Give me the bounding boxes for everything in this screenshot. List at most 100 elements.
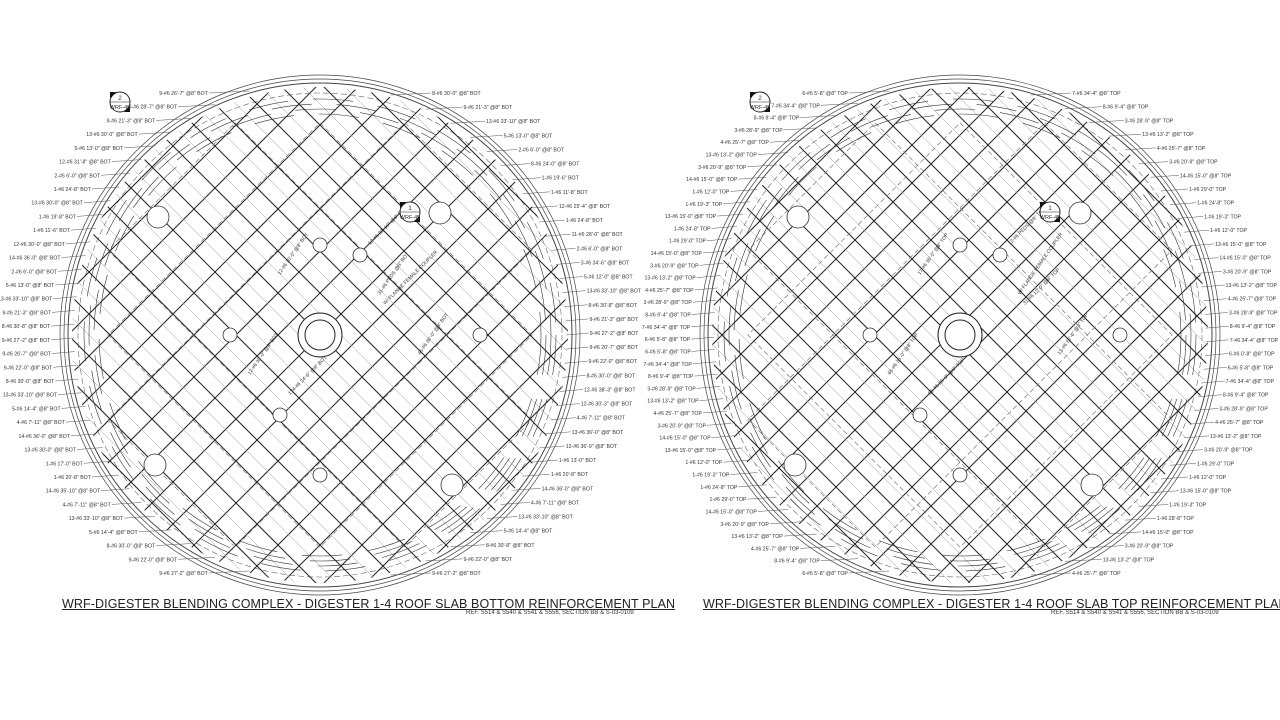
leader-line <box>111 159 142 162</box>
rebar-line-light <box>332 87 568 583</box>
leader-line <box>425 558 463 562</box>
rebar-callout: 6-#6 5'-8" @8" TOP <box>645 349 691 355</box>
rebar-callout: 3-#6 28'-9" @8" TOP <box>1229 310 1278 316</box>
rebar-callout: 9-#6 27'-2" @8" BOT <box>2 338 51 344</box>
rebar-callout: 3-#6 20'-9" @8" TOP <box>650 263 699 269</box>
leader-line <box>545 431 571 435</box>
leader-line <box>1194 257 1219 260</box>
section-sheet: WRF-45 <box>400 215 420 221</box>
rebar-line-light <box>932 87 1208 583</box>
leader-line <box>848 570 890 574</box>
slab-edge-ring <box>707 82 1213 588</box>
rebar-callout: 12-#6 30'-3" @8" BOT <box>581 402 633 408</box>
leader-line <box>747 164 777 168</box>
rebar-line <box>913 87 1208 583</box>
rebar-callout: 1-#6 19'-3" TOP <box>685 202 722 208</box>
leader-line <box>696 386 721 389</box>
rebar-callout: 1-#6 19'-3" TOP <box>692 473 729 479</box>
leader-line <box>1160 476 1189 480</box>
rebar-line <box>712 87 987 583</box>
rebar-callout: 4-#6 25'-7" @8" TOP <box>1215 420 1264 426</box>
rebar-line <box>712 87 1025 583</box>
leader-line <box>551 248 576 251</box>
leader-line <box>53 296 77 299</box>
rebar-callout: 13-#6 15'-0" @8" TOP <box>665 448 717 454</box>
center-opening-inner <box>304 319 336 351</box>
rebar-line-light <box>80 87 568 583</box>
rebar-callout: 8-#6 9'-4" @8" TOP <box>648 374 694 380</box>
rebar-callout: 13-#6 36'-0" @8" BOT <box>572 430 624 436</box>
rebar-callout: 14-#6 15'-0" @8" TOP <box>1142 530 1194 536</box>
leader-line <box>138 529 172 533</box>
leader-line <box>1108 531 1142 535</box>
section-number: 2 <box>758 96 762 102</box>
leader-line <box>559 276 584 279</box>
rebar-callout: 9-#6 22'-0" @8" BOT <box>4 365 53 371</box>
rebar-callout: 4-#6 25'-7" @8" TOP <box>1228 297 1277 303</box>
leader-line <box>486 149 518 152</box>
rebar-inner-callout: 12-#6 30'-0" @8" BOT <box>247 332 280 376</box>
rebar-callout: 3-#6 20'-9" @8" TOP <box>720 522 769 528</box>
rebar-callout: 1-#6 24'-8" TOP <box>674 226 711 232</box>
leader-line <box>1184 229 1210 233</box>
rebar-callout: 14-#6 15'-0" @8" TOP <box>659 436 711 442</box>
rebar-line <box>72 87 329 583</box>
leader-line <box>51 351 75 354</box>
leader-line <box>53 365 77 368</box>
rebar-line <box>837 87 1208 583</box>
rebar-line <box>72 87 497 583</box>
rebar-callout: 14-#6 36'-0" @8" BOT <box>542 486 594 492</box>
leader-line <box>562 290 586 293</box>
rebar-callout: 8-#6 9'-4" @8" TOP <box>774 559 820 565</box>
rebar-callout: 6-#6 5'-8" @8" TOP <box>802 91 848 97</box>
rebar-callout: 9-#6 21'-3" @8" BOT <box>464 105 513 111</box>
pipe-opening <box>952 237 968 253</box>
rebar-callout: 14-#6 35'-10" @8" BOT <box>46 489 101 495</box>
rebar-line <box>712 87 1139 583</box>
leader-line <box>694 373 718 377</box>
rebar-callout: 8-#6 30'-0" @8" BOT <box>6 379 55 385</box>
pipe-opening <box>912 407 928 423</box>
rebar-callout: 4-#6 25'-7" @8" TOP <box>1157 146 1206 152</box>
rebar-callout: 13-#6 13'-2" @8" TOP <box>731 534 783 540</box>
rebar-callout: 13-#6 33'-10" @8" BOT <box>518 515 573 521</box>
leader-line <box>61 406 86 409</box>
rebar-line <box>311 87 568 583</box>
rebar-callout: 12-#6 31'-8" @8" BOT <box>59 160 111 166</box>
leader-line <box>1030 572 1072 576</box>
rebar-line <box>143 87 568 583</box>
rebar-callout: 4-#6 7'-11" @8" BOT <box>531 500 580 506</box>
pipe-opening <box>146 205 170 229</box>
leader-line <box>555 403 580 406</box>
rebar-callout: 4-#6 7'-11" @8" BOT <box>63 502 112 508</box>
rebar-callout: 13-#6 15'-0" @8" TOP <box>1215 242 1267 248</box>
rebar-callout: 1-#6 12'-0" TOP <box>692 189 729 195</box>
rebar-callout: 5-#6 12'-0" @8" BOT <box>584 275 633 281</box>
leader-line <box>1205 339 1229 343</box>
leader-line <box>1138 504 1169 507</box>
leader-line <box>723 459 750 463</box>
rebar-callout: 13-#6 30'-0" @8" BOT <box>86 132 138 138</box>
rebar-callout: 1-#6 24'-8" TOP <box>700 485 737 491</box>
leader-line <box>61 255 86 258</box>
rebar-line <box>72 87 371 583</box>
rebar-callout: 1-#6 12'-0" TOP <box>685 460 722 466</box>
rebar-line <box>951 87 1208 583</box>
rebar-line <box>101 87 568 583</box>
leader-line <box>1203 298 1227 301</box>
leader-line <box>1150 490 1179 493</box>
leader-line <box>1201 284 1225 288</box>
leader-line <box>691 324 715 328</box>
leader-line <box>820 558 859 561</box>
pipe-opening <box>312 237 328 253</box>
leader-line <box>539 445 565 449</box>
rebar-inner-callout: 66-#6 36'-0" @8" TOP <box>927 357 967 397</box>
rebar-line <box>72 87 203 583</box>
rebar-callout: 8-#6 30'-0" @8" BOT <box>587 373 636 379</box>
leader-line <box>470 135 503 138</box>
rebar-line-light <box>72 87 308 583</box>
rebar-callout: 13-#6 15'-0" @8" TOP <box>1180 489 1232 495</box>
rebar-line <box>72 87 413 583</box>
